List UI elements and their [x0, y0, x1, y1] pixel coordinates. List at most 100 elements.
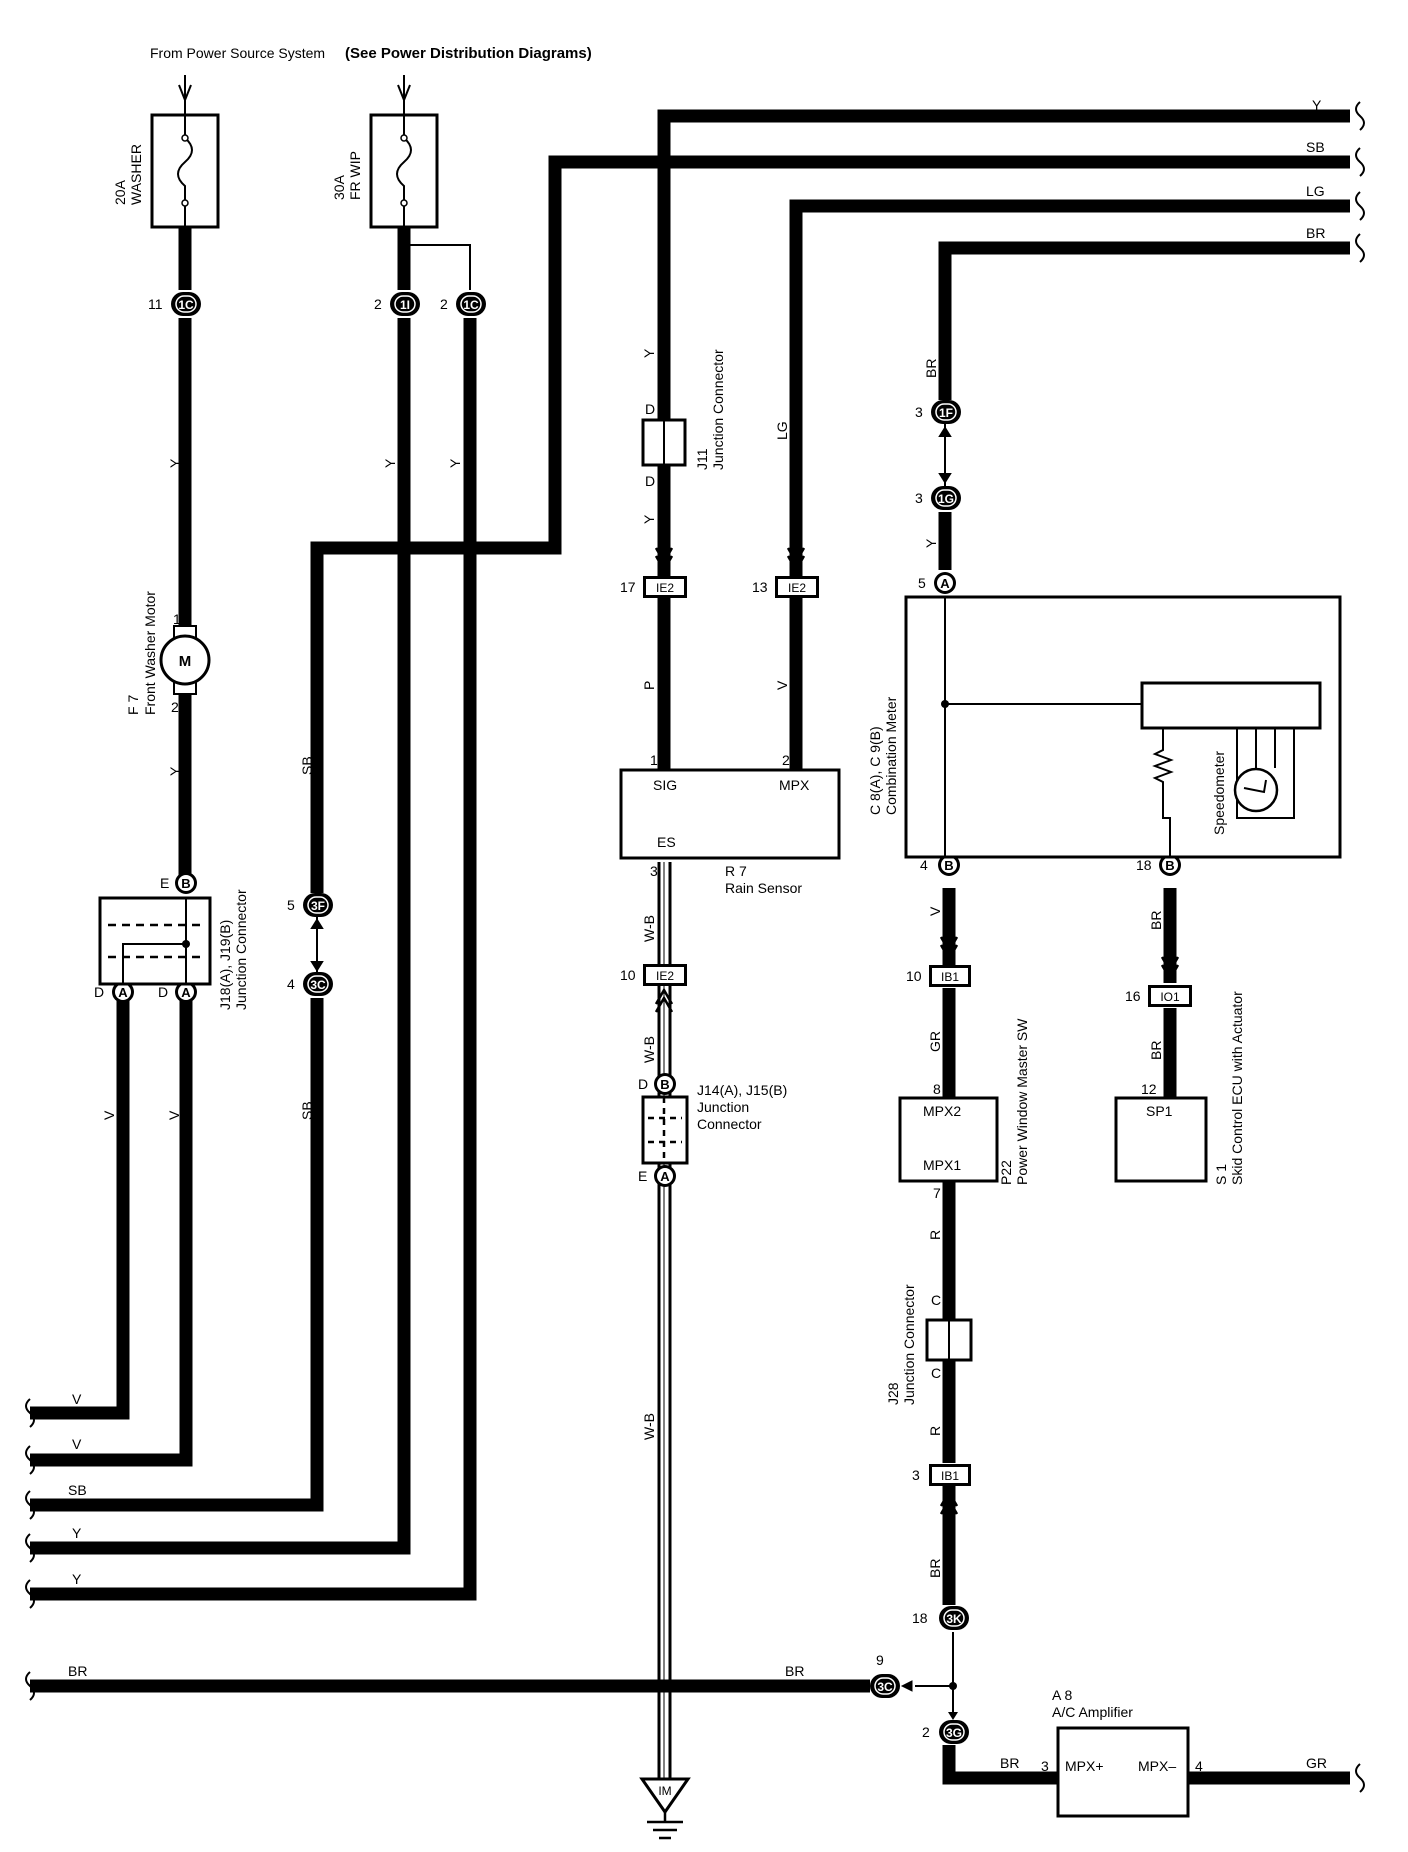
connector-1i: 1I 2	[374, 292, 420, 316]
svg-text:5: 5	[287, 897, 295, 913]
junction-connector-j11: D D J11 Junction Connector	[641, 349, 726, 489]
svg-text:Y: Y	[641, 514, 657, 524]
connector-1f: 1F 3	[915, 400, 961, 424]
connector-3c-4: 3C 4	[287, 972, 333, 996]
svg-text:10: 10	[620, 967, 636, 983]
connector-b-18: B 18	[1136, 854, 1181, 876]
svg-text:IE2: IE2	[656, 969, 674, 983]
svg-text:MPX–: MPX–	[1138, 1758, 1176, 1774]
svg-text:8: 8	[933, 1081, 941, 1097]
svg-text:2: 2	[171, 699, 179, 715]
junction-connector-j18: J18(A), J19(B) Junction Connector	[98, 889, 249, 1010]
svg-text:LG: LG	[774, 421, 790, 440]
svg-text:B: B	[944, 858, 953, 873]
svg-text:A: A	[940, 576, 950, 591]
connector-1f-1g-arrow	[938, 424, 952, 486]
svg-text:3C: 3C	[310, 978, 326, 992]
junction-connector-j28: C C J28 Junction Connector	[885, 1284, 973, 1405]
wire-1i-y	[30, 318, 411, 1555]
power-source-ref: (See Power Distribution Diagrams)	[345, 45, 592, 62]
wire-br-top	[938, 241, 1350, 400]
wire-sb	[310, 155, 1350, 893]
combination-meter: Speedometer C 8(A), C 9(B) Combination M…	[867, 595, 1342, 859]
svg-text:3C: 3C	[877, 1680, 893, 1694]
svg-text:Y: Y	[1312, 97, 1322, 113]
wire-v-2	[30, 998, 193, 1467]
svg-text:GR: GR	[1306, 1755, 1327, 1771]
svg-text:A/C Amplifier: A/C Amplifier	[1052, 1704, 1133, 1720]
svg-text:D: D	[638, 1076, 648, 1092]
connector-ie2-13: IE2 13	[752, 547, 819, 598]
svg-text:M: M	[179, 653, 192, 670]
svg-text:IE2: IE2	[656, 581, 674, 595]
svg-text:FR WIP: FR WIP	[347, 151, 363, 200]
svg-text:2: 2	[374, 296, 382, 312]
svg-text:Y: Y	[167, 766, 183, 776]
svg-text:4: 4	[1195, 1758, 1203, 1774]
svg-text:18: 18	[1136, 857, 1152, 873]
svg-text:D: D	[158, 984, 168, 1000]
svg-text:Rain Sensor: Rain Sensor	[725, 880, 802, 896]
svg-text:Y: Y	[72, 1525, 82, 1541]
svg-text:17: 17	[620, 579, 636, 595]
svg-text:3: 3	[912, 1467, 920, 1483]
svg-text:BR: BR	[1148, 911, 1164, 930]
connector-a-d2: A D	[158, 981, 197, 1003]
svg-text:BR: BR	[1148, 1041, 1164, 1060]
svg-text:R 7: R 7	[725, 863, 747, 879]
svg-text:C: C	[931, 1292, 941, 1308]
svg-text:E: E	[160, 875, 169, 891]
svg-text:B: B	[181, 876, 190, 891]
wire-y-top	[657, 109, 1350, 420]
svg-text:Y: Y	[382, 458, 398, 468]
svg-text:V: V	[166, 1110, 182, 1120]
connector-1c-11: 1C 11	[148, 292, 201, 316]
svg-text:WASHER: WASHER	[128, 144, 144, 205]
connector-a-e: A E	[638, 1165, 676, 1187]
svg-text:BR: BR	[785, 1663, 804, 1679]
svg-text:BR: BR	[68, 1663, 87, 1679]
wire-1c-y	[30, 318, 477, 1601]
ground-im: IM	[639, 1777, 691, 1840]
connector-3c-9: 3C 9	[870, 1652, 957, 1698]
svg-text:2: 2	[440, 296, 448, 312]
svg-text:3: 3	[915, 490, 923, 506]
svg-text:BR: BR	[927, 1559, 943, 1578]
svg-text:W-B: W-B	[641, 1036, 657, 1063]
svg-text:Y: Y	[447, 458, 463, 468]
svg-text:Y: Y	[167, 458, 183, 468]
connector-a5: A 5	[918, 572, 956, 594]
svg-text:3: 3	[1041, 1758, 1049, 1774]
connector-3f-3c-arrow	[310, 917, 324, 972]
connector-b-d: B D	[638, 1073, 676, 1095]
connector-3g: 3G 2	[922, 1712, 969, 1744]
skid-control-ecu: SP1 12 S 1 Skid Control ECU with Actuato…	[1114, 991, 1245, 1185]
svg-text:A 8: A 8	[1052, 1687, 1072, 1703]
svg-text:V: V	[927, 906, 943, 916]
svg-text:1C: 1C	[463, 298, 479, 312]
power-window-master-sw: MPX2 MPX1 8 7 P22 Power Window Master SW	[898, 1018, 1030, 1201]
svg-text:IE2: IE2	[788, 581, 806, 595]
ac-amplifier: MPX+ MPX– 3 4 A 8 A/C Amplifier	[1041, 1687, 1203, 1818]
svg-text:IB1: IB1	[941, 1469, 959, 1483]
svg-text:2: 2	[782, 752, 790, 768]
svg-text:MPX: MPX	[779, 777, 810, 793]
svg-text:C: C	[931, 1365, 941, 1381]
connector-1c-2: 1C 2	[440, 292, 486, 316]
svg-text:D: D	[645, 473, 655, 489]
wire-lg	[789, 199, 1350, 576]
wires	[30, 109, 1350, 1790]
svg-text:IM: IM	[658, 1784, 671, 1798]
svg-text:E: E	[638, 1168, 647, 1184]
svg-text:Junction Connector: Junction Connector	[233, 889, 249, 1010]
svg-text:D: D	[645, 401, 655, 417]
front-washer-motor: M 1 2 F 7 Front Washer Motor	[125, 591, 211, 715]
svg-text:SP1: SP1	[1146, 1103, 1173, 1119]
svg-text:BR: BR	[1000, 1755, 1019, 1771]
svg-text:IO1: IO1	[1160, 990, 1180, 1004]
svg-text:Power Window Master SW: Power Window Master SW	[1014, 1018, 1030, 1185]
svg-text:Y: Y	[641, 348, 657, 358]
wire-3g-ac	[942, 1745, 1058, 1785]
svg-text:Combination Meter: Combination Meter	[883, 696, 899, 815]
